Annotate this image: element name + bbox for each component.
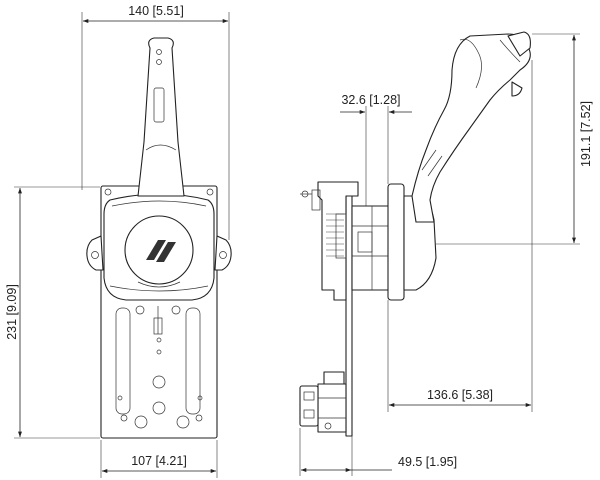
- front-gasket: [387, 183, 405, 301]
- front-view: [86, 37, 232, 439]
- plate-slot-right: [185, 307, 201, 415]
- dim-depth-bottom: 49.5 [1.95]: [398, 455, 457, 469]
- dim-width-bottom: 107 [4.21]: [131, 454, 187, 468]
- dim-offset-top: 32.6 [1.28]: [341, 93, 400, 107]
- dim-height-left: 231 [9.09]: [5, 284, 19, 340]
- front-dimensions: 140 [5.51] 231 [9.09] 107 [4.21]: [5, 4, 230, 478]
- dim-height-right: 191.1 [7.52]: [579, 101, 593, 167]
- gear-bracket: [317, 181, 359, 301]
- mount-ear-left: [86, 235, 104, 271]
- side-dimensions: 32.6 [1.28] 191.1 [7.52] 136.6 [5.38] 49…: [299, 33, 594, 476]
- mount-ear-right: [214, 235, 232, 271]
- lever-stem: [137, 37, 185, 197]
- dim-depth-right: 136.6 [5.38]: [427, 388, 493, 402]
- cable-connector: [317, 383, 347, 433]
- plate-slot-left: [115, 307, 131, 415]
- side-lever: [411, 33, 531, 223]
- side-plate: [345, 183, 353, 437]
- dim-width-top: 140 [5.51]: [128, 4, 184, 18]
- side-view: [299, 31, 531, 437]
